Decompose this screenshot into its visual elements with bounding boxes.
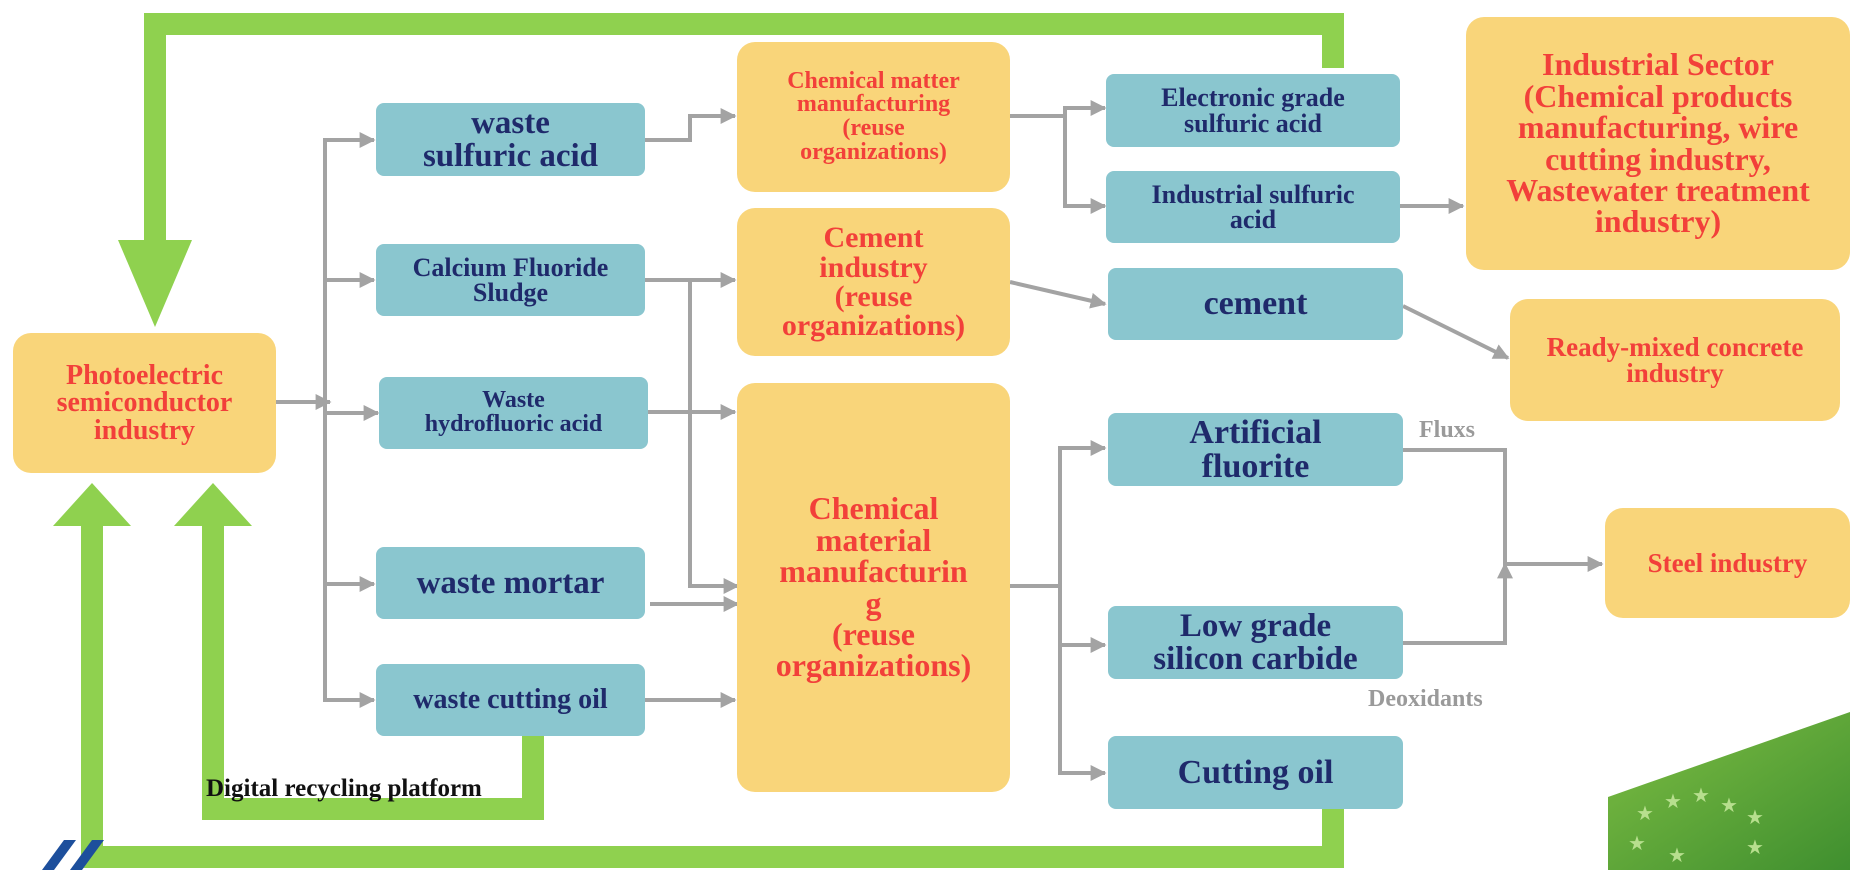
node-waste-cutting-oil: waste cutting oil xyxy=(376,664,645,736)
node-calcium-fluoride-sludge: Calcium Fluoride Sludge xyxy=(376,244,645,316)
node-cutting-oil: Cutting oil xyxy=(1108,736,1403,809)
svg-text:★: ★ xyxy=(1746,835,1764,859)
node-industrial-sector: Industrial Sector (Chemical products man… xyxy=(1466,17,1850,270)
node-cement: cement xyxy=(1108,268,1403,340)
node-waste-sulfuric-acid: waste sulfuric acid xyxy=(376,103,645,176)
label-fluxs: Fluxs xyxy=(1419,417,1476,443)
process-arrows xyxy=(276,100,1604,781)
node-waste-mortar: waste mortar xyxy=(376,547,645,619)
node-industrial-sulfuric-acid: Industrial sulfuric acid xyxy=(1106,171,1400,243)
label-deoxidants: Deoxidants xyxy=(1368,686,1483,712)
partial-blue-logo-icon xyxy=(42,840,112,870)
svg-text:★: ★ xyxy=(1668,843,1686,867)
node-electronic-grade-sulfuric-acid: Electronic grade sulfuric acid xyxy=(1106,74,1400,147)
node-ready-mixed-concrete-industry: Ready-mixed concrete industry xyxy=(1510,299,1840,421)
node-chemical-matter-manufacturing: Chemical matter manufacturing (reuse org… xyxy=(737,42,1010,192)
loop-bottom xyxy=(81,518,1344,868)
svg-text:★: ★ xyxy=(1746,805,1764,829)
node-photoelectric-semiconductor-industry: Photoelectric semiconductor industry xyxy=(13,333,276,473)
node-waste-hydrofluoric-acid: Waste hydrofluoric acid xyxy=(379,377,648,449)
recycle-loops xyxy=(81,13,1344,868)
svg-text:★: ★ xyxy=(1692,783,1710,807)
arrowhead-middle xyxy=(174,483,252,526)
recycle-arrowheads xyxy=(53,240,252,526)
arrowhead-top xyxy=(118,240,192,327)
green-star-banner-icon: ★ ★ ★ ★ ★ ★ ★ ★ xyxy=(1608,712,1850,870)
svg-text:★: ★ xyxy=(1628,831,1646,855)
node-artificial-fluorite: Artificial fluorite xyxy=(1108,413,1403,486)
node-chemical-material-manufacturing: Chemical material manufacturin g (reuse … xyxy=(737,383,1010,792)
svg-text:★: ★ xyxy=(1664,789,1682,813)
svg-text:★: ★ xyxy=(1720,793,1738,817)
loop-top xyxy=(144,13,1344,245)
node-cement-industry: Cement industry (reuse organizations) xyxy=(737,208,1010,356)
svg-text:★: ★ xyxy=(1636,801,1654,825)
label-digital-recycling-platform: Digital recycling platform xyxy=(206,775,482,802)
arrowhead-left xyxy=(53,483,131,526)
loop-platform xyxy=(202,518,544,820)
node-steel-industry: Steel industry xyxy=(1605,508,1850,618)
node-low-grade-silicon-carbide: Low grade silicon carbide xyxy=(1108,606,1403,679)
